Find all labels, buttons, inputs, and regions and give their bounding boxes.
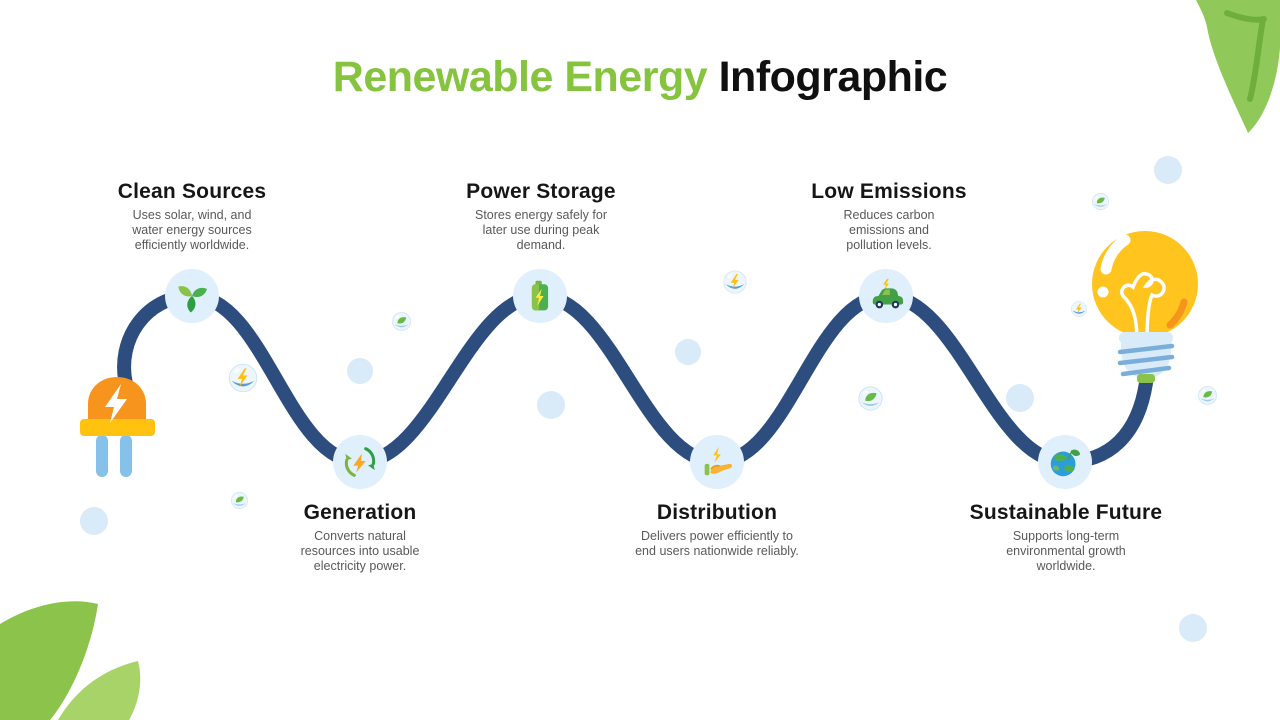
node-power-storage: Power Storage Stores energy safely for l… — [431, 180, 651, 252]
decor-circle — [80, 507, 108, 535]
node-label: Sustainable Future — [969, 501, 1163, 524]
electric-car-icon — [872, 278, 904, 309]
node-description: Supports long-term environmental growth … — [1006, 529, 1126, 573]
leaves-icon — [178, 286, 207, 313]
node-description: Converts natural resources into usable e… — [300, 529, 420, 573]
leaf-bubble-icon — [1091, 192, 1110, 216]
bulb-filament — [1120, 271, 1166, 343]
node-clean-sources: Clean Sources Uses solar, wind, and wate… — [82, 180, 302, 252]
decor-circle — [347, 358, 373, 384]
node-description: Stores energy safely for later use durin… — [474, 208, 607, 252]
title-rest: Infographic — [718, 53, 948, 101]
node-label: Low Emissions — [811, 180, 967, 203]
node-circle-distribution — [690, 435, 744, 489]
globe-leaf-icon — [1050, 449, 1081, 477]
lightbulb-illustration — [1092, 231, 1198, 383]
recycle-energy-icon — [344, 447, 376, 477]
decor-circle — [1006, 384, 1034, 412]
power-cable-wave — [117, 288, 1153, 470]
node-circle-power-storage — [513, 269, 567, 323]
leaf-bubble-icon — [857, 385, 884, 417]
lightning-bubble-icon — [722, 269, 748, 300]
decor-circle — [537, 391, 565, 419]
lightning-bubble-icon — [227, 362, 259, 399]
battery-icon — [531, 280, 549, 311]
node-description: Uses solar, wind, and water energy sourc… — [132, 208, 252, 252]
power-plug-illustration — [80, 377, 155, 477]
decor-circle — [675, 339, 701, 365]
plug-lightning-icon — [105, 384, 127, 423]
node-description: Reduces carbon emissions and pollution l… — [843, 208, 935, 252]
node-label: Generation — [303, 501, 417, 524]
node-circle-low-emissions — [859, 269, 913, 323]
title-highlight: Renewable Energy — [332, 53, 708, 101]
node-description: Delivers power efficiently to end users … — [635, 529, 799, 558]
corner-leaf-top-right — [1196, 0, 1280, 133]
decor-circle — [1179, 614, 1207, 642]
node-sustainable-future: Sustainable Future Supports long-term en… — [956, 501, 1176, 573]
node-circle-sustainable-future — [1038, 435, 1092, 489]
node-circle-generation — [333, 435, 387, 489]
node-label: Distribution — [656, 501, 778, 524]
leaf-bubble-icon — [391, 311, 412, 337]
node-distribution: Distribution Delivers power efficiently … — [607, 501, 827, 559]
leaf-bubble-icon — [1197, 385, 1218, 411]
hand-energy-icon — [704, 446, 733, 476]
node-label: Power Storage — [466, 180, 616, 203]
node-circle-clean-sources — [165, 269, 219, 323]
decor-circle — [1154, 156, 1182, 184]
node-generation: Generation Converts natural resources in… — [250, 501, 470, 573]
node-label: Clean Sources — [117, 180, 267, 203]
leaf-bubble-icon — [230, 491, 249, 515]
page-title: Renewable Energy Infographic — [0, 53, 1280, 102]
lightning-bubble-icon — [1070, 300, 1088, 323]
corner-leaves-bottom-left — [0, 601, 141, 720]
node-low-emissions: Low Emissions Reduces carbon emissions a… — [779, 180, 999, 252]
